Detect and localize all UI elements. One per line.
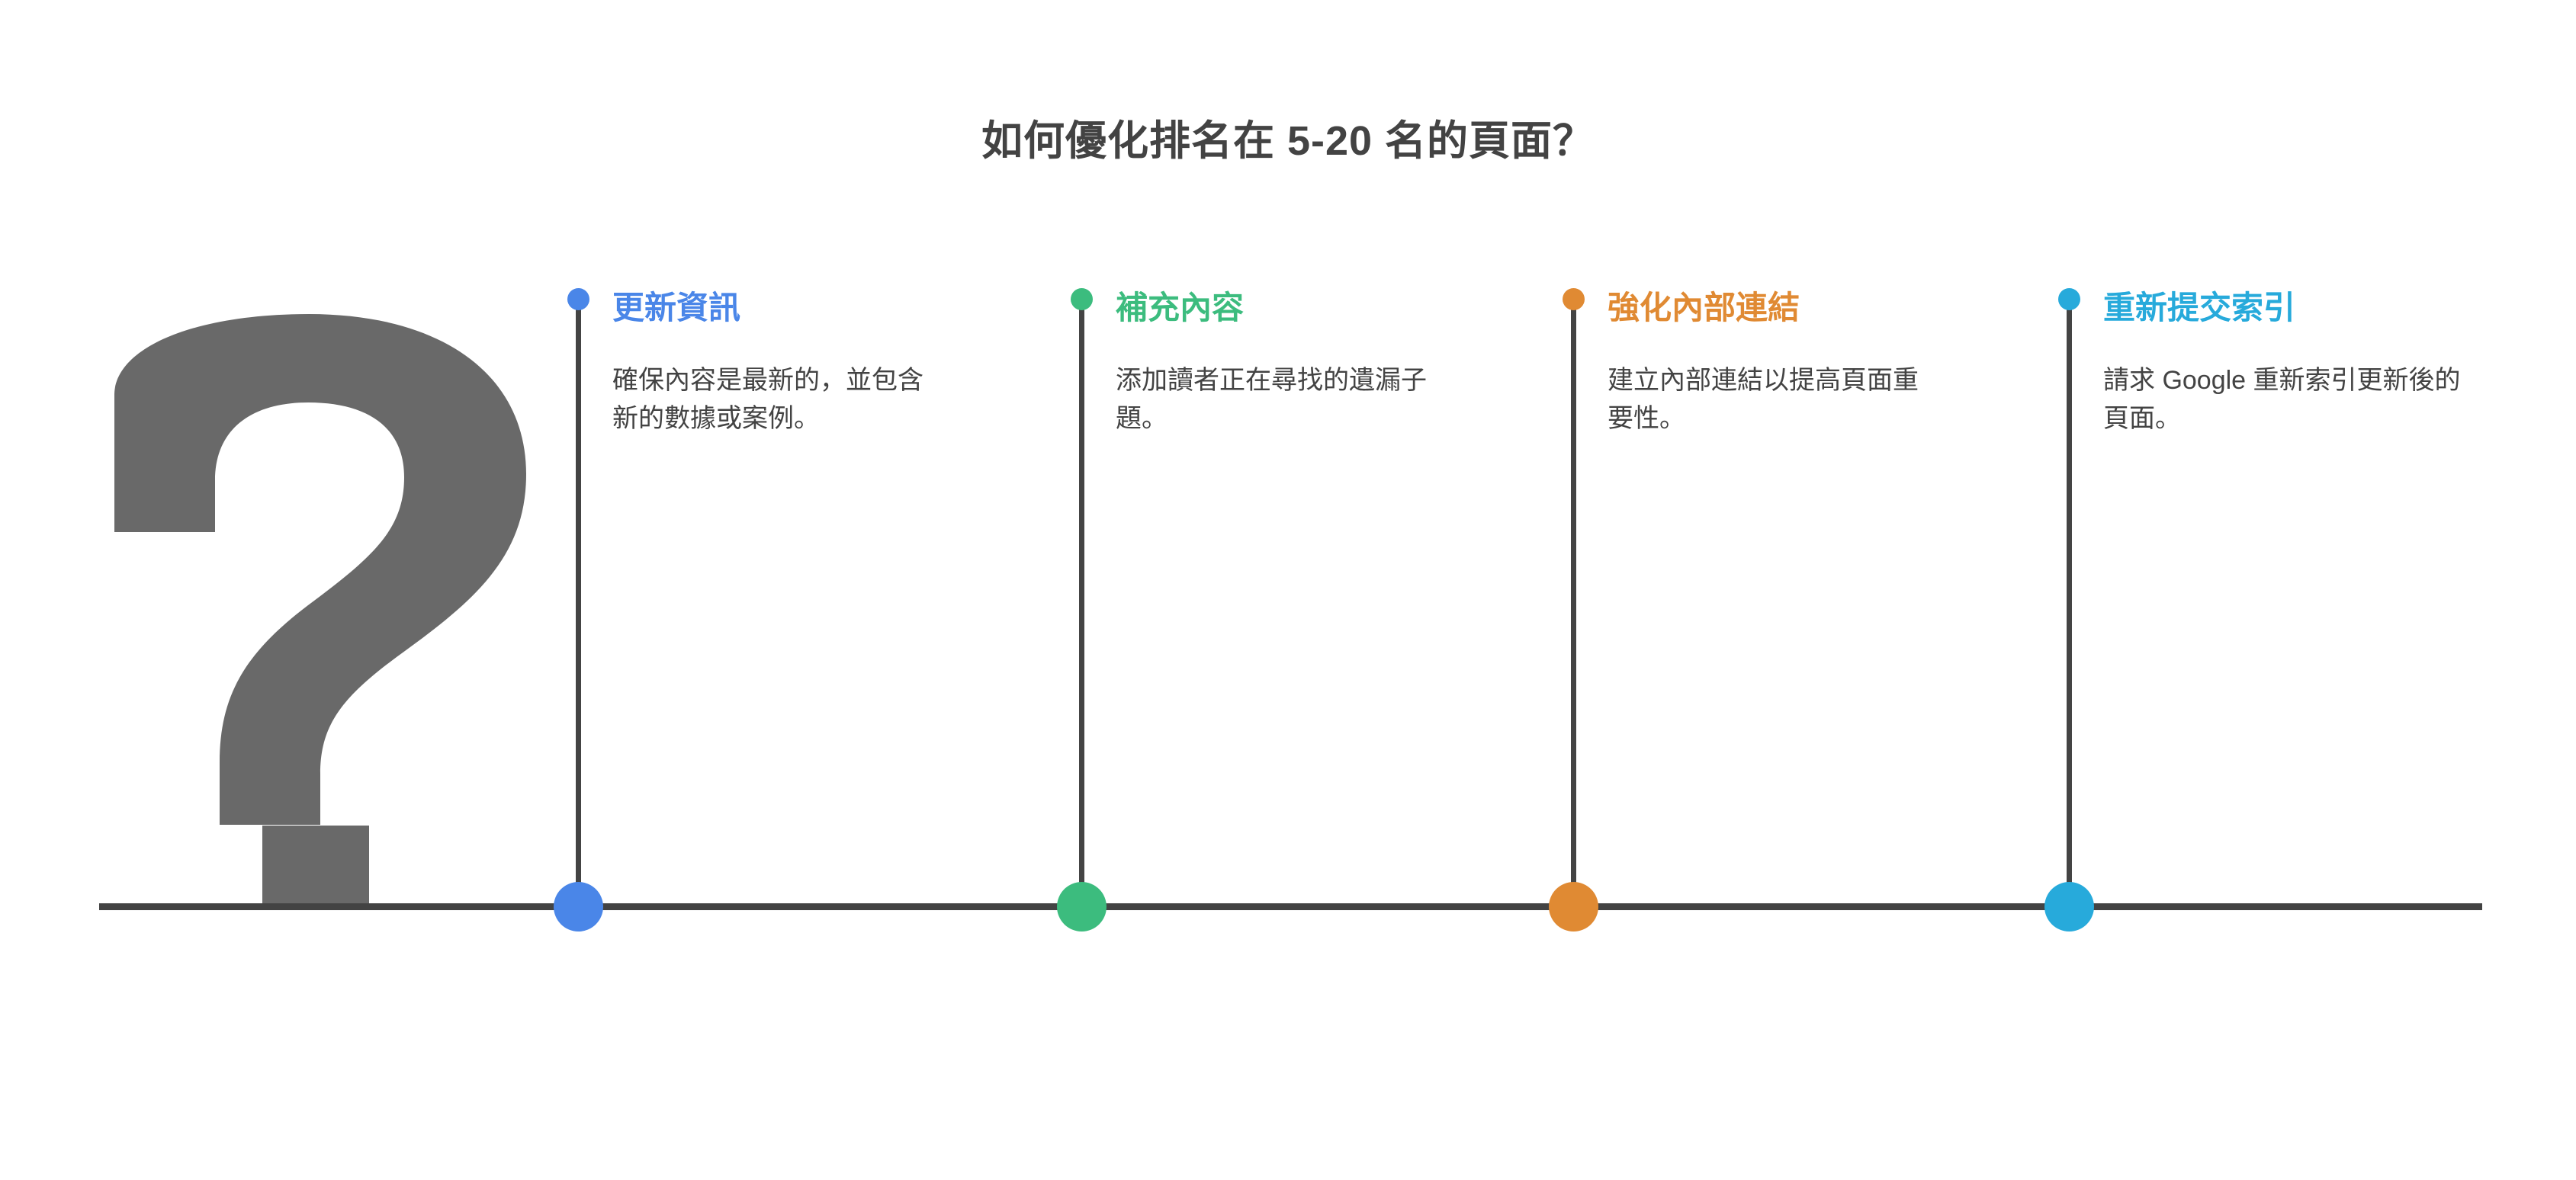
timeline-body-4: 請求 Google 重新索引更新後的頁面。: [2103, 366, 2461, 433]
timeline-dot-bottom-2[interactable]: [1057, 882, 1107, 931]
timeline-heading-4: 重新提交索引: [2103, 290, 2296, 325]
timeline-stem-4: [2067, 299, 2072, 909]
timeline-heading-3: 強化內部連結: [1608, 290, 1800, 325]
timeline-body-2: 添加讀者正在尋找的遺漏子題。: [1116, 366, 1427, 433]
timeline-baseline: [99, 903, 2482, 910]
timeline-dot-bottom-3[interactable]: [1549, 882, 1598, 931]
timeline-dot-top-2: [1071, 288, 1093, 310]
timeline-dot-top-3: [1563, 288, 1585, 310]
timeline-stem-2: [1079, 299, 1084, 909]
timeline-body-3: 建立內部連結以提高頁面重要性。: [1608, 366, 1919, 433]
page-title: 如何優化排名在 5-20 名的頁面？: [981, 118, 1595, 164]
timeline-heading-1: 更新資訊: [612, 290, 741, 325]
timeline-body-1: 確保內容是最新的，並包含新的數據或案例。: [612, 366, 923, 433]
timeline-stem-1: [576, 299, 581, 909]
timeline-stem-3: [1571, 299, 1576, 909]
timeline-dot-bottom-4[interactable]: [2044, 882, 2094, 931]
timeline-dot-bottom-1[interactable]: [554, 882, 603, 931]
timeline-heading-2: 補充內容: [1116, 290, 1245, 325]
question-mark-icon: [92, 252, 564, 907]
timeline-dot-top-1: [567, 288, 589, 310]
timeline-dot-top-4: [2058, 288, 2080, 310]
